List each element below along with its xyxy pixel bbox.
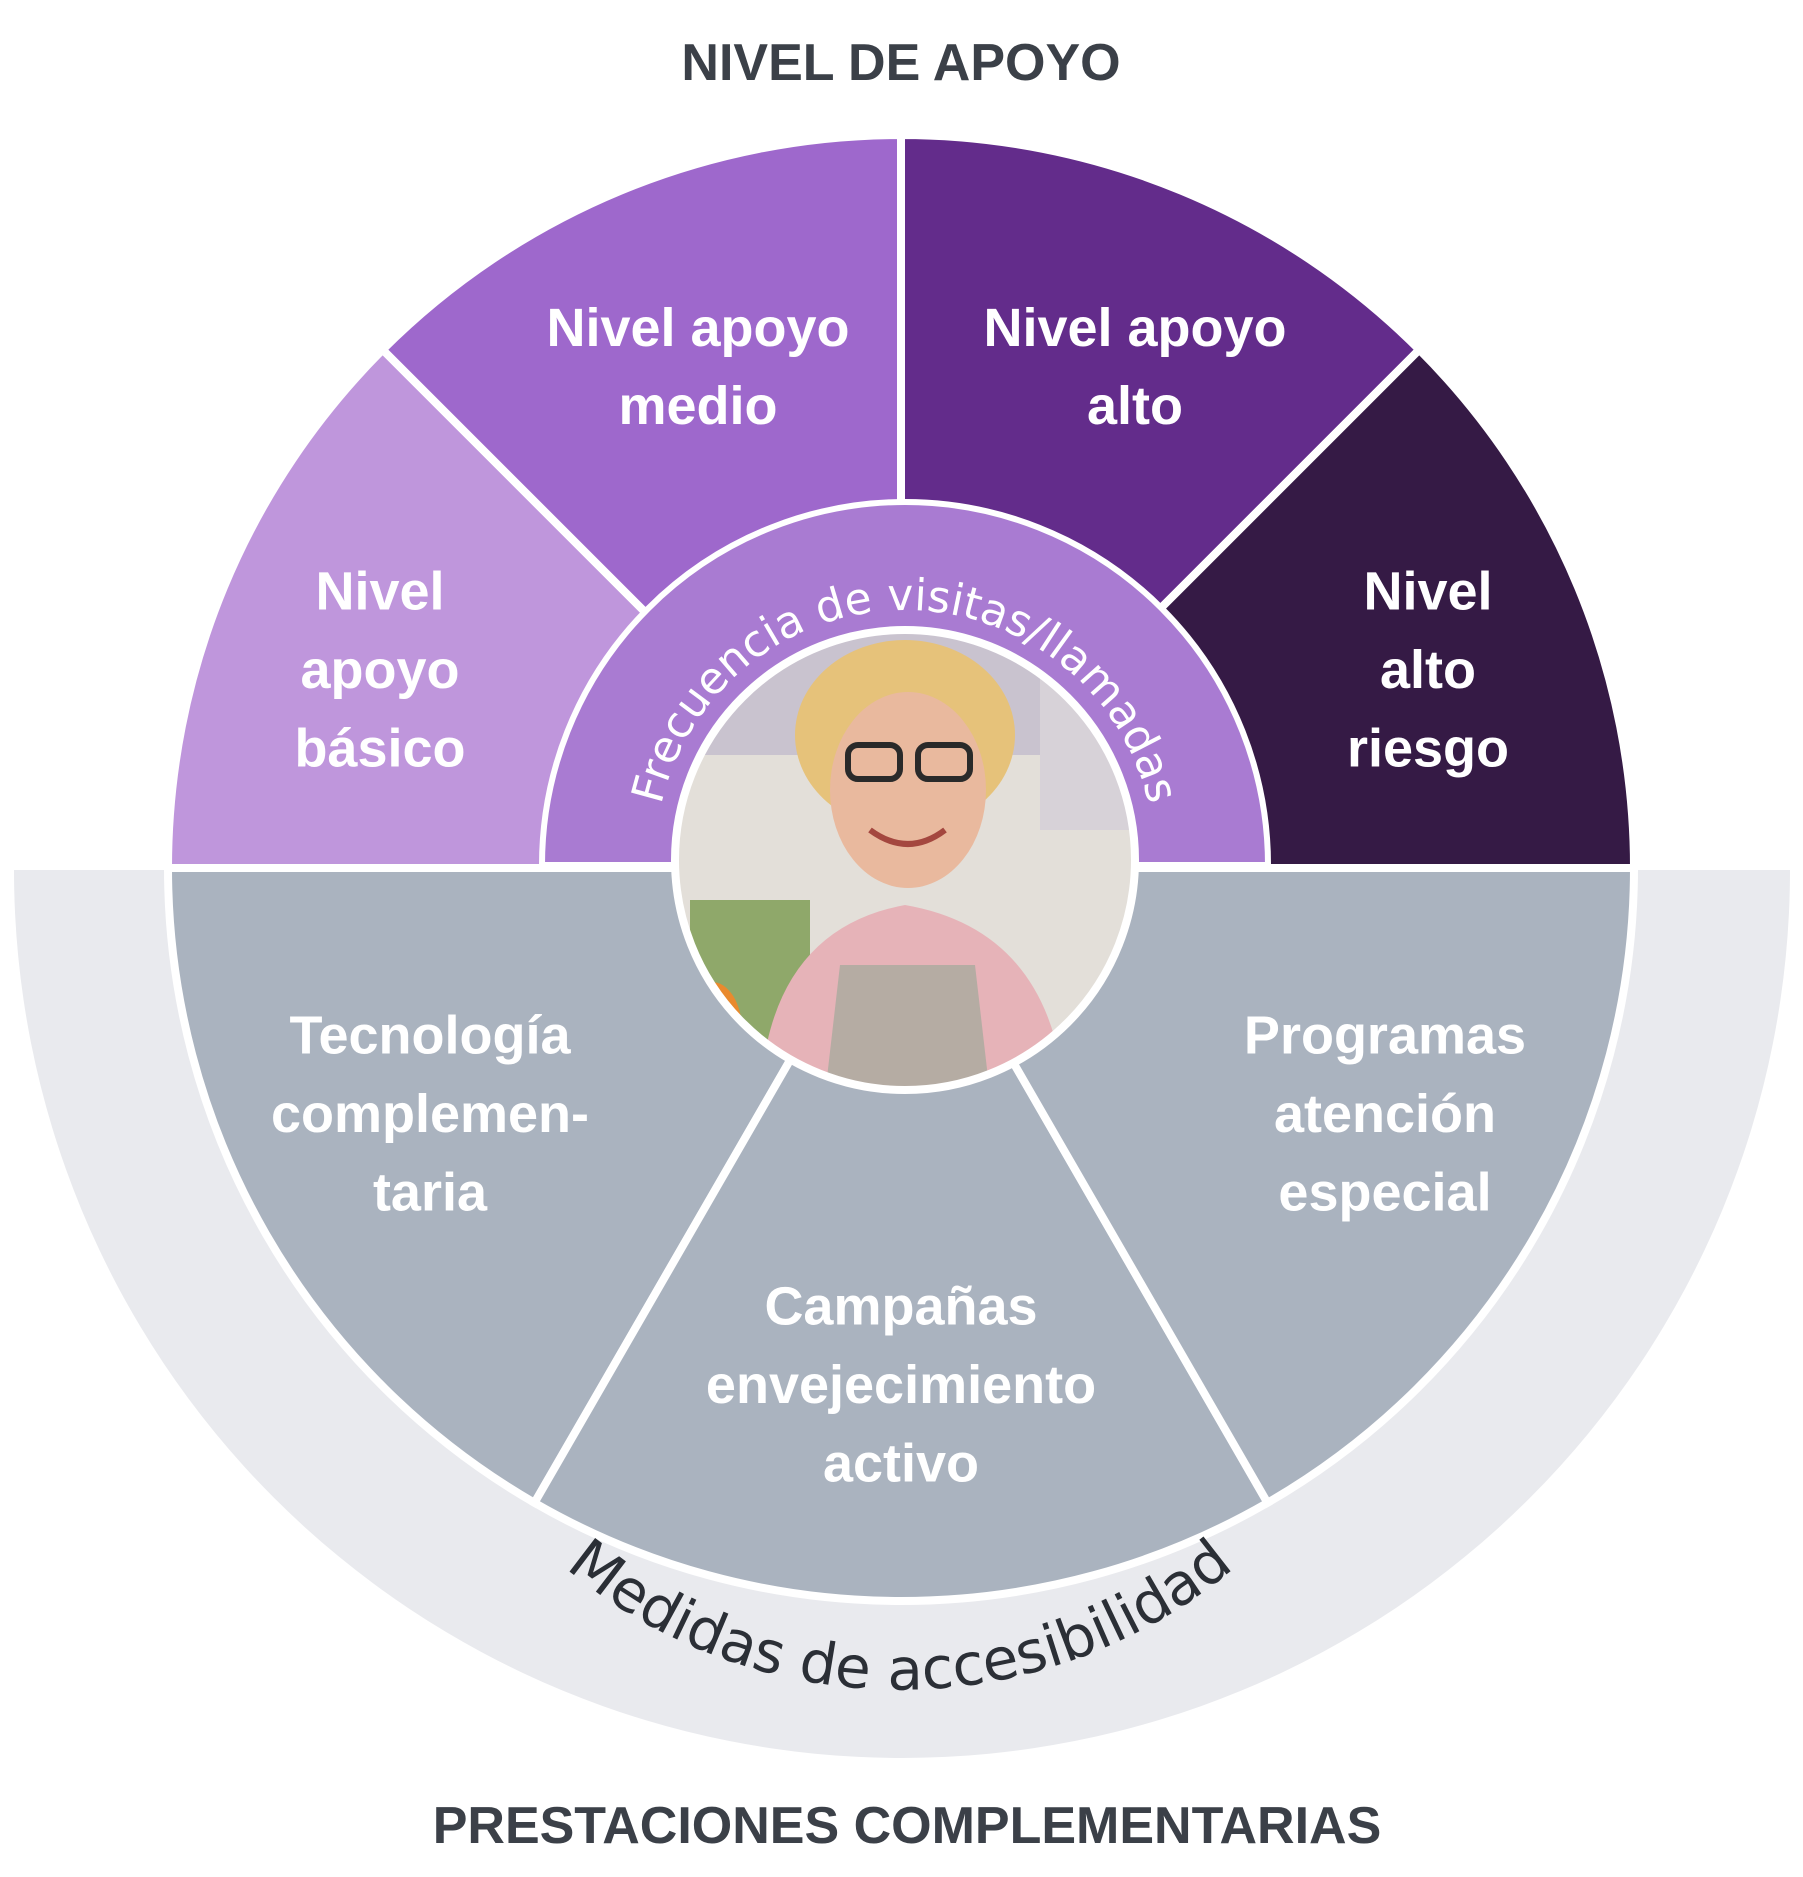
support-level-label-line: Nivel apoyo [983, 298, 1286, 358]
complementary-label-line: complemen- [271, 1084, 589, 1144]
support-level-label-line: riesgo [1347, 718, 1509, 778]
support-level-label-line: Nivel apoyo [546, 298, 849, 358]
complementary-label-line: atención [1274, 1084, 1496, 1144]
accessibility-outer-ring [14, 870, 1790, 1758]
complementary-label-line: Programas [1244, 1006, 1526, 1066]
complementary-label-line: envejecimiento [706, 1355, 1096, 1415]
support-level-label-line: Nivel [315, 562, 444, 622]
support-level-label: Nivel alto riesgo [1347, 562, 1509, 779]
support-level-label-line: Nivel [1363, 562, 1492, 622]
support-level-label-line: alto [1087, 376, 1183, 436]
diagram-title-top: NIVEL DE APOYO [681, 34, 1120, 92]
complementary-label: Campañas envejecimiento activo [706, 1277, 1096, 1494]
support-level-label-line: medio [618, 376, 777, 436]
complementary-label-line: especial [1278, 1162, 1491, 1222]
support-level-label: Nivel apoyo alto [983, 298, 1286, 436]
photo-frame [671, 626, 1139, 1094]
complementary-label-line: Campañas [764, 1277, 1037, 1337]
support-level-label-line: apoyo [300, 640, 459, 700]
support-level-label-line: básico [294, 718, 465, 778]
complementary-label: Programas atención especial [1244, 1006, 1526, 1223]
support-level-label: Nivel apoyo medio [546, 298, 849, 436]
support-level-label-line: alto [1380, 640, 1476, 700]
complementary-label-line: Tecnología [289, 1006, 571, 1066]
complementary-label-line: taria [373, 1162, 488, 1222]
complementary-label: Tecnología complemen-taria [271, 1006, 589, 1223]
diagram-title-bottom: PRESTACIONES COMPLEMENTARIAS [433, 1797, 1382, 1855]
complementary-label-line: activo [823, 1433, 979, 1493]
support-level-label: Nivel apoyo básico [294, 562, 465, 779]
